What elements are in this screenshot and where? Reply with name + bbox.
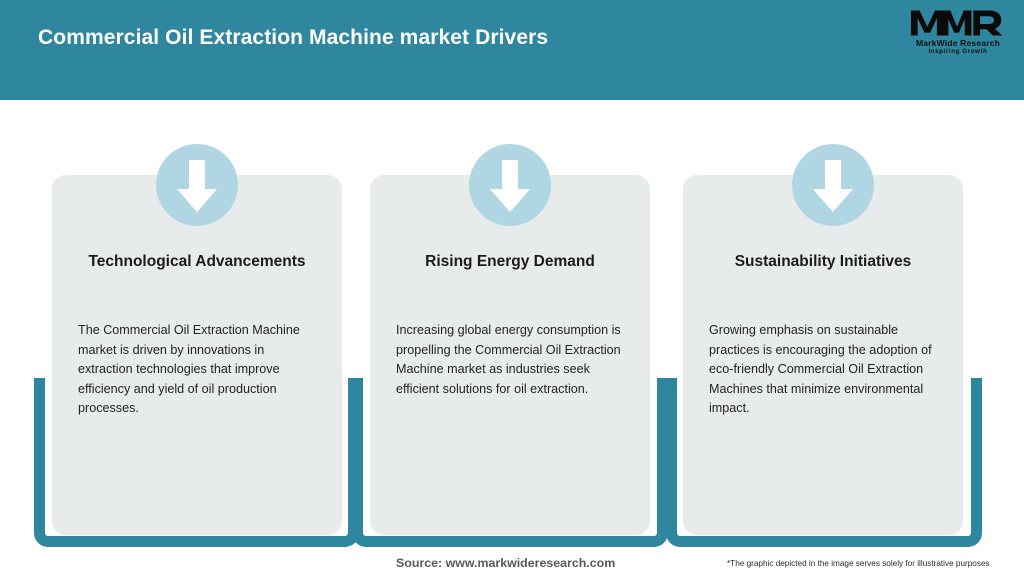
down-arrow-icon xyxy=(469,144,551,226)
card-body-text: The Commercial Oil Extraction Machine ma… xyxy=(78,323,300,416)
down-arrow-glyph xyxy=(813,160,853,212)
driver-card[interactable]: Sustainability Initiatives Growing empha… xyxy=(683,175,963,535)
card-bracket xyxy=(352,378,668,547)
driver-card[interactable]: Rising Energy Demand Increasing global e… xyxy=(370,175,650,535)
header-bar: Commercial Oil Extraction Machine market… xyxy=(0,0,1024,100)
card-bracket xyxy=(666,378,982,547)
logo-tagline: Inspiring Growth xyxy=(928,48,988,55)
card-title: Technological Advancements xyxy=(88,253,306,270)
down-arrow-icon xyxy=(156,144,238,226)
mwr-logo-icon xyxy=(910,10,1003,36)
down-arrow-icon xyxy=(792,144,874,226)
disclaimer-label: *The graphic depicted in the image serve… xyxy=(727,559,990,568)
page-title: Commercial Oil Extraction Machine market… xyxy=(38,26,549,49)
driver-card[interactable]: Technological Advancements The Commercia… xyxy=(52,175,342,535)
card-title: Sustainability Initiatives xyxy=(734,253,912,270)
brand-logo: MarkWide Research Inspiring Growth xyxy=(906,8,1010,56)
down-arrow-glyph xyxy=(490,160,530,212)
card-title: Rising Energy Demand xyxy=(425,253,595,270)
card-body-text: Increasing global energy consumption is … xyxy=(396,323,621,396)
logo-company-name: MarkWide Research xyxy=(915,38,1001,48)
card-body-text: Growing emphasis on sustainable practice… xyxy=(709,323,932,416)
source-label: Source: www.markwideresearch.com xyxy=(396,556,616,570)
down-arrow-glyph xyxy=(177,160,217,212)
